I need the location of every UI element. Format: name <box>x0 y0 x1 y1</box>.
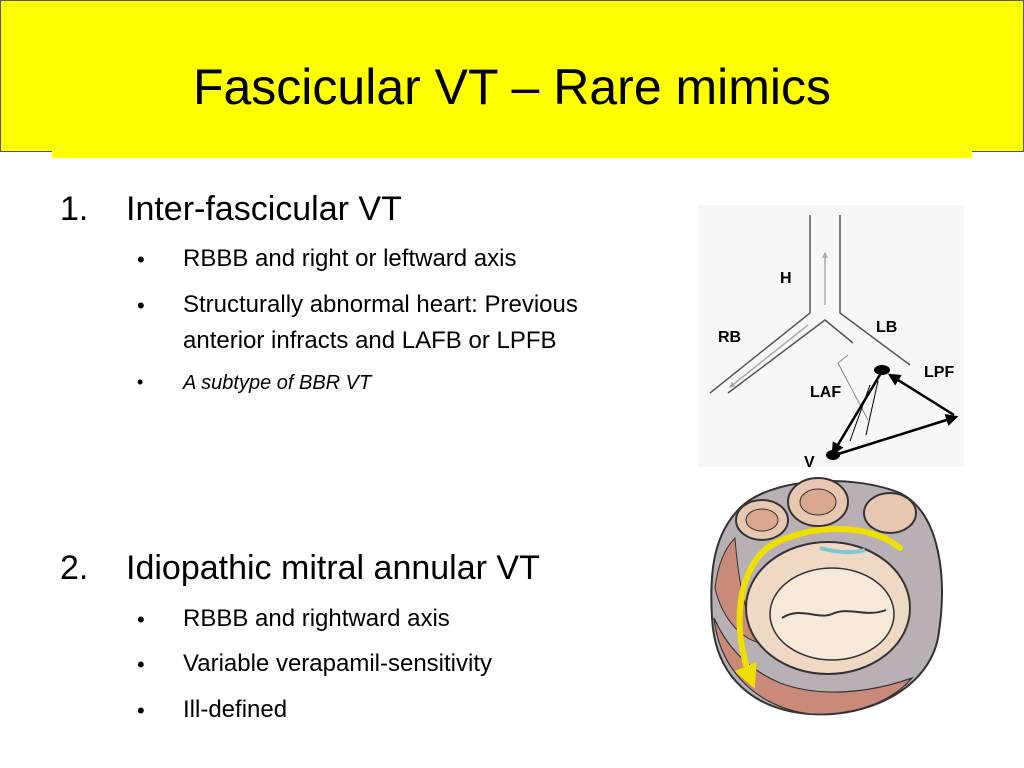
bullet-text: Ill-defined <box>183 696 288 723</box>
bullet-text: RBBB and right or leftward axis <box>183 245 517 272</box>
myocardium <box>713 617 914 715</box>
bundle-outline <box>839 215 911 366</box>
reentry-arrow <box>834 414 959 457</box>
myocardium <box>714 536 762 644</box>
section-2-number: 2. <box>60 549 89 587</box>
vessel-opening-inner <box>745 508 779 532</box>
vessel-opening-inner <box>799 488 837 516</box>
bullet-text-continuation: anterior infracts and LAFB or LPFB <box>183 327 557 354</box>
conduction-system-diagram: H RB LB LAF LPF V <box>698 205 964 467</box>
heart-mitral-annulus-illustration <box>710 477 943 716</box>
lpf-origin-dot <box>874 365 890 375</box>
label-ventricle: V <box>804 454 815 467</box>
bullet-text: Variable verapamil-sensitivity <box>183 650 492 677</box>
bullet-marker: • <box>137 293 145 318</box>
bullet-marker: • <box>137 372 144 392</box>
section-1-number: 1. <box>60 190 89 228</box>
bullet-marker: • <box>137 247 145 272</box>
bullet-marker: • <box>137 698 145 723</box>
label-his: H <box>780 270 792 287</box>
slide-title: Fascicular VT – Rare mimics <box>192 59 832 115</box>
reentry-thin-line <box>865 380 879 436</box>
bullet-text: A subtype of BBR VT <box>183 372 372 394</box>
right-bundle-conduction-arrow <box>729 324 809 388</box>
mitral-leaflet-line <box>781 609 887 619</box>
label-right-bundle: RB <box>718 329 741 346</box>
bundle-outline <box>727 319 854 394</box>
section-2-heading: Idiopathic mitral annular VT <box>126 549 540 587</box>
bullet-text: Structurally abnormal heart: Previous <box>183 291 578 318</box>
bullet-marker: • <box>137 607 145 632</box>
title-band-ledge <box>52 150 972 158</box>
title-band <box>0 0 1024 152</box>
ventricle-dot <box>826 450 840 460</box>
bundle-outline <box>837 354 869 421</box>
vessel-opening <box>863 492 917 534</box>
label-left-anterior-fascicle: LAF <box>810 384 841 401</box>
label-left-bundle: LB <box>876 319 897 336</box>
bullet-marker: • <box>137 652 145 677</box>
reentry-arrow <box>831 372 883 456</box>
bundle-outline <box>709 215 811 394</box>
annulus-highlight <box>819 546 866 555</box>
bullet-text: RBBB and rightward axis <box>183 605 450 632</box>
reentry-thin-line <box>849 384 871 442</box>
annular-activation-arrow <box>734 526 903 689</box>
reentry-arrow <box>887 373 955 417</box>
label-left-posterior-fascicle: LPF <box>924 364 954 381</box>
diagram-background <box>698 205 964 467</box>
section-1-heading: Inter-fascicular VT <box>126 190 402 228</box>
